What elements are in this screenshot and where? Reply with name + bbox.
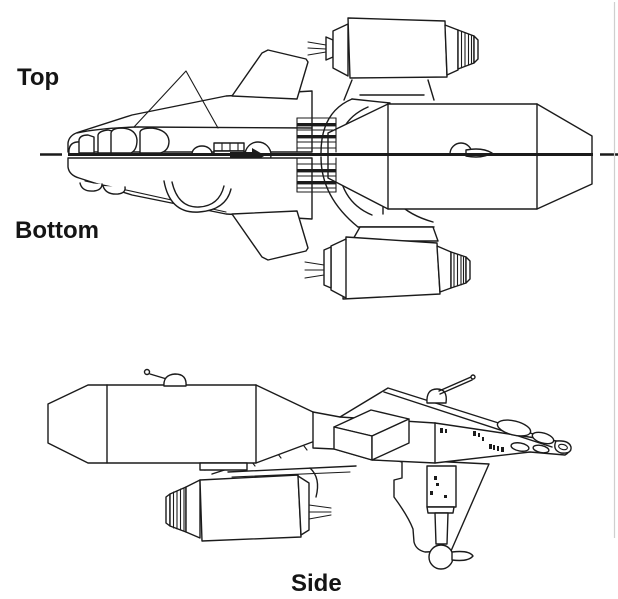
view-label-side: Side [291, 570, 342, 597]
landing-gear [388, 458, 490, 570]
fin-lower [231, 210, 309, 261]
view-label-top: Top [17, 64, 60, 91]
cockpit-canopy [496, 419, 572, 454]
engine-nacelle-lower [304, 226, 471, 300]
spine-ladder-upper [296, 117, 337, 153]
spine-ladder-lower [296, 157, 337, 193]
bow-bottom-view [67, 157, 313, 220]
pod-turret-gun [143, 368, 187, 387]
engine-nacelle-upper [307, 17, 479, 101]
plan-view-drawing [67, 17, 593, 300]
fin-upper [231, 49, 309, 100]
cargo-pod-side [47, 368, 316, 471]
bow-top-view [67, 70, 313, 155]
view-label-bottom: Bottom [15, 217, 99, 244]
engine-nacelle-side [165, 474, 332, 542]
hull-window-marks [440, 428, 504, 452]
cargo-pod-plan [327, 103, 593, 210]
side-view-drawing [47, 368, 572, 570]
hull-turret-gun [426, 374, 476, 404]
main-hull-side [312, 387, 571, 464]
